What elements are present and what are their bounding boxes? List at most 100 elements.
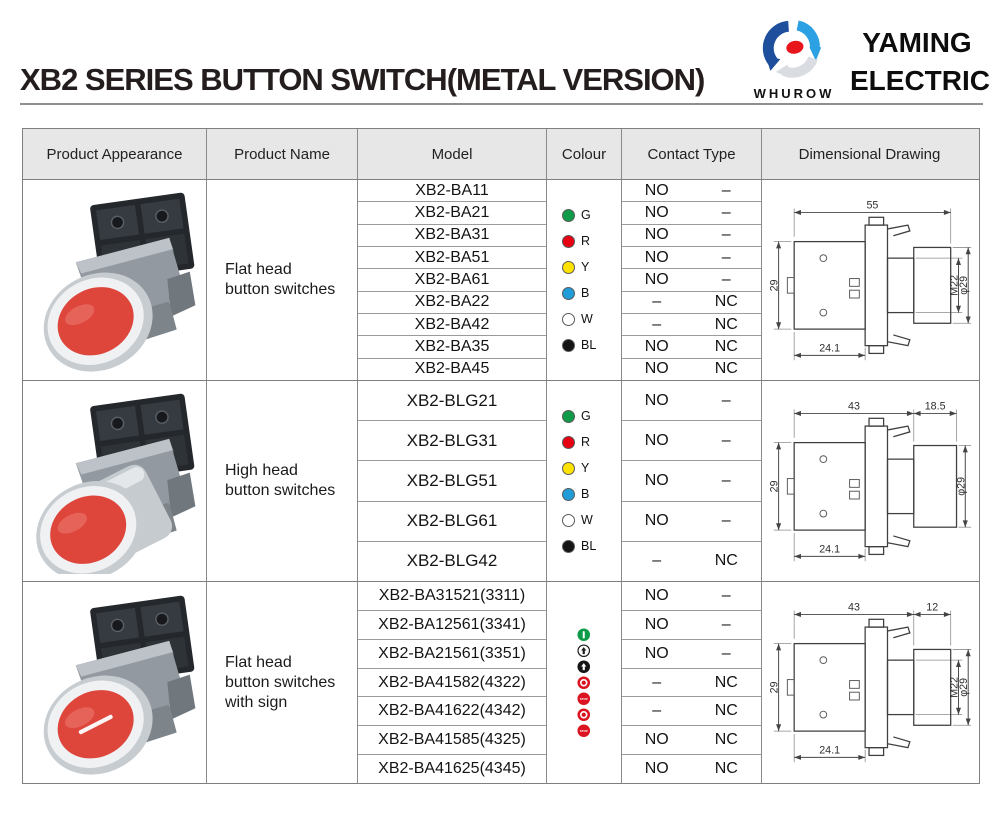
start-sign-icon xyxy=(577,628,591,642)
contact-row: –NC xyxy=(622,542,761,581)
model-row: XB2-BA41582(4322) xyxy=(358,669,546,698)
colour-code-label: Y xyxy=(581,260,590,274)
model-value: XB2-BLG31 xyxy=(406,430,498,450)
colour-option: G xyxy=(562,208,606,222)
contact-row: NO– xyxy=(622,461,761,502)
contact-value: – xyxy=(721,391,731,409)
colour-code-label: G xyxy=(581,208,591,222)
contact-value: – xyxy=(721,586,731,604)
svg-text:29: 29 xyxy=(768,480,780,492)
svg-text:29: 29 xyxy=(768,279,780,291)
header-divider xyxy=(20,103,983,105)
product-name-line: Flat head xyxy=(225,261,292,278)
colour-code-label: W xyxy=(581,513,593,527)
contact-value: – xyxy=(721,181,731,199)
product-name-line: with sign xyxy=(225,693,288,711)
company-name-line1: YAMING xyxy=(862,27,972,58)
svg-text:STOP: STOP xyxy=(580,729,588,733)
model-value: XB2-BA31521(3311) xyxy=(378,586,526,604)
colour-dot-r-icon xyxy=(562,234,575,248)
ring-sign-icon xyxy=(577,708,591,722)
contact-row: NO– xyxy=(622,269,761,292)
model-row: XB2-BLG51 xyxy=(358,461,546,502)
svg-text:43: 43 xyxy=(848,602,860,614)
contact-value: NO xyxy=(644,203,669,221)
contact-value: – xyxy=(652,702,662,720)
colour-code-label: B xyxy=(581,487,590,501)
colour-code-label: W xyxy=(581,312,593,326)
col-header-contact-type: Contact Type xyxy=(622,129,762,179)
product-appearance-cell xyxy=(23,582,207,783)
colour-dot-g-icon xyxy=(562,409,575,423)
company-name: YAMING ELECTRIC xyxy=(850,24,990,100)
contact-value: – xyxy=(721,431,731,449)
colour-option: R xyxy=(562,435,606,449)
model-value: XB2-BA35 xyxy=(414,337,490,355)
model-value: XB2-BA45 xyxy=(414,360,490,378)
product-name-line: Flat head xyxy=(225,653,292,671)
colour-option: W xyxy=(562,312,606,326)
contact-row: – NC xyxy=(622,697,761,727)
contact-row: NO – xyxy=(622,421,761,462)
model-value: XB2-BA41582(4322) xyxy=(378,673,526,691)
colour-option: BL xyxy=(562,539,606,553)
model-row: XB2-BA41585(4325) xyxy=(358,726,546,756)
colour-option: BL xyxy=(562,338,606,352)
colour-dot-w-icon xyxy=(562,513,575,527)
contact-row: –NC xyxy=(622,314,761,337)
model-row: XB2-BA51 xyxy=(358,247,546,270)
colour-option: W xyxy=(562,513,606,527)
colour-code-label: G xyxy=(581,409,591,423)
contact-row: NO– xyxy=(622,640,761,669)
model-row: XB2-BLG61 xyxy=(358,502,546,542)
contact-row: NO– xyxy=(622,611,761,640)
svg-text:24.1: 24.1 xyxy=(819,744,840,756)
colour-option: G xyxy=(562,409,606,423)
contact-value: NO xyxy=(644,431,669,449)
colour-dot-bl-icon xyxy=(562,539,575,553)
contact-value: NO xyxy=(644,270,669,288)
product-name-line: button switches xyxy=(225,673,336,691)
model-row: XB2-BA35 xyxy=(358,336,546,359)
contact-value: – xyxy=(721,644,731,662)
contact-value: – xyxy=(652,293,662,311)
colour-dot-y-icon xyxy=(562,461,575,475)
model-value: XB2-BA31 xyxy=(414,226,490,244)
arrow-black-sign-icon xyxy=(577,660,591,674)
colour-dot-w-icon xyxy=(562,312,575,326)
contact-value: NC xyxy=(714,337,738,355)
model-value: XB2-BA11 xyxy=(415,181,489,199)
svg-text:M22: M22 xyxy=(948,677,960,698)
model-column-cell: XB2-BA31521(3311)XB2-BA12561(3341)XB2-BA… xyxy=(358,582,547,783)
svg-text:φ29: φ29 xyxy=(955,476,967,495)
contact-type-cell: NO–NO–NO–NO––NC xyxy=(622,381,762,581)
col-header-product-name: Product Name xyxy=(207,129,358,179)
contact-value: NC xyxy=(714,702,738,720)
brand-name: WHUROW xyxy=(753,86,835,101)
contact-row: NO– xyxy=(622,502,761,542)
contact-value: NO xyxy=(644,226,669,244)
colour-dot-bl-icon xyxy=(562,338,575,352)
svg-text:STOP: STOP xyxy=(580,697,588,701)
model-row: XB2-BLG21 xyxy=(358,381,546,422)
col-header-dimensional-drawing: Dimensional Drawing xyxy=(798,145,941,163)
spec-table: Product Appearance Product Name Model Co… xyxy=(22,128,980,784)
model-value: XB2-BLG51 xyxy=(406,471,498,490)
contact-value: NO xyxy=(644,731,669,749)
product-photo-graphic xyxy=(43,595,195,775)
contact-value: – xyxy=(652,552,662,570)
